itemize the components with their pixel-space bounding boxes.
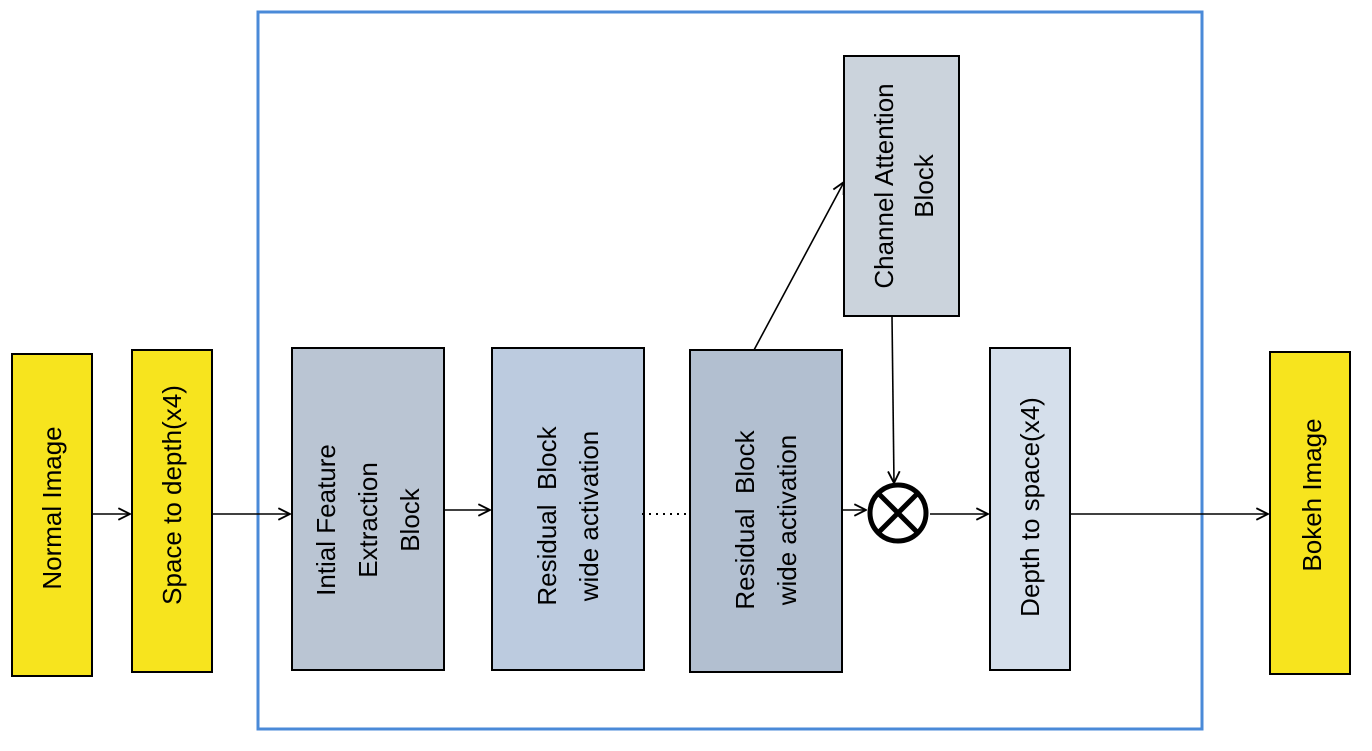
- channel-attention-block: Channel Attention Block: [843, 55, 960, 317]
- label-line: Bokeh Image: [1297, 418, 1327, 571]
- space-to-depth-label: Space to depth(x4): [157, 385, 187, 605]
- arrow-residual-to-attention: [753, 182, 844, 351]
- arrow-attention-to-multiply: [892, 315, 894, 483]
- label-line: Block: [395, 487, 425, 552]
- initial-feature-label: Intial Feature Extraction Block: [311, 444, 425, 596]
- label-line: Channel Attention: [869, 83, 899, 288]
- label-line: wide activation: [772, 435, 802, 607]
- label-line: Normal Image: [37, 426, 67, 589]
- depth-to-space-node: Depth to space(x4): [989, 347, 1071, 671]
- residual-block-2-label: Residual Block wide activation: [730, 429, 802, 609]
- label-line: Extraction: [353, 462, 383, 578]
- bokeh-image-node: Bokeh Image: [1269, 351, 1351, 675]
- channel-attention-label: Channel Attention Block: [869, 83, 939, 288]
- bokeh-image-label: Bokeh Image: [1297, 418, 1327, 571]
- normal-image-label: Normal Image: [37, 426, 67, 589]
- label-line: Intial Feature: [311, 444, 341, 596]
- residual-block-1: Residual Block wide activation: [491, 347, 645, 671]
- initial-feature-block: Intial Feature Extraction Block: [291, 347, 445, 671]
- label-line: Space to depth(x4): [157, 385, 187, 605]
- residual-block-1-label: Residual Block wide activation: [532, 425, 604, 605]
- depth-to-space-label: Depth to space(x4): [1015, 397, 1045, 617]
- residual-block-2: Residual Block wide activation: [689, 349, 843, 673]
- label-line: wide activation: [574, 431, 604, 603]
- network-frame: [256, 10, 1204, 731]
- space-to-depth-node: Space to depth(x4): [131, 349, 213, 673]
- label-line: Depth to space(x4): [1015, 397, 1045, 617]
- normal-image-node: Normal Image: [11, 353, 93, 677]
- label-line: Residual Block: [730, 429, 760, 609]
- label-line: Residual Block: [532, 425, 562, 605]
- label-line: Block: [909, 153, 939, 218]
- multiply-operator-icon: [867, 482, 929, 544]
